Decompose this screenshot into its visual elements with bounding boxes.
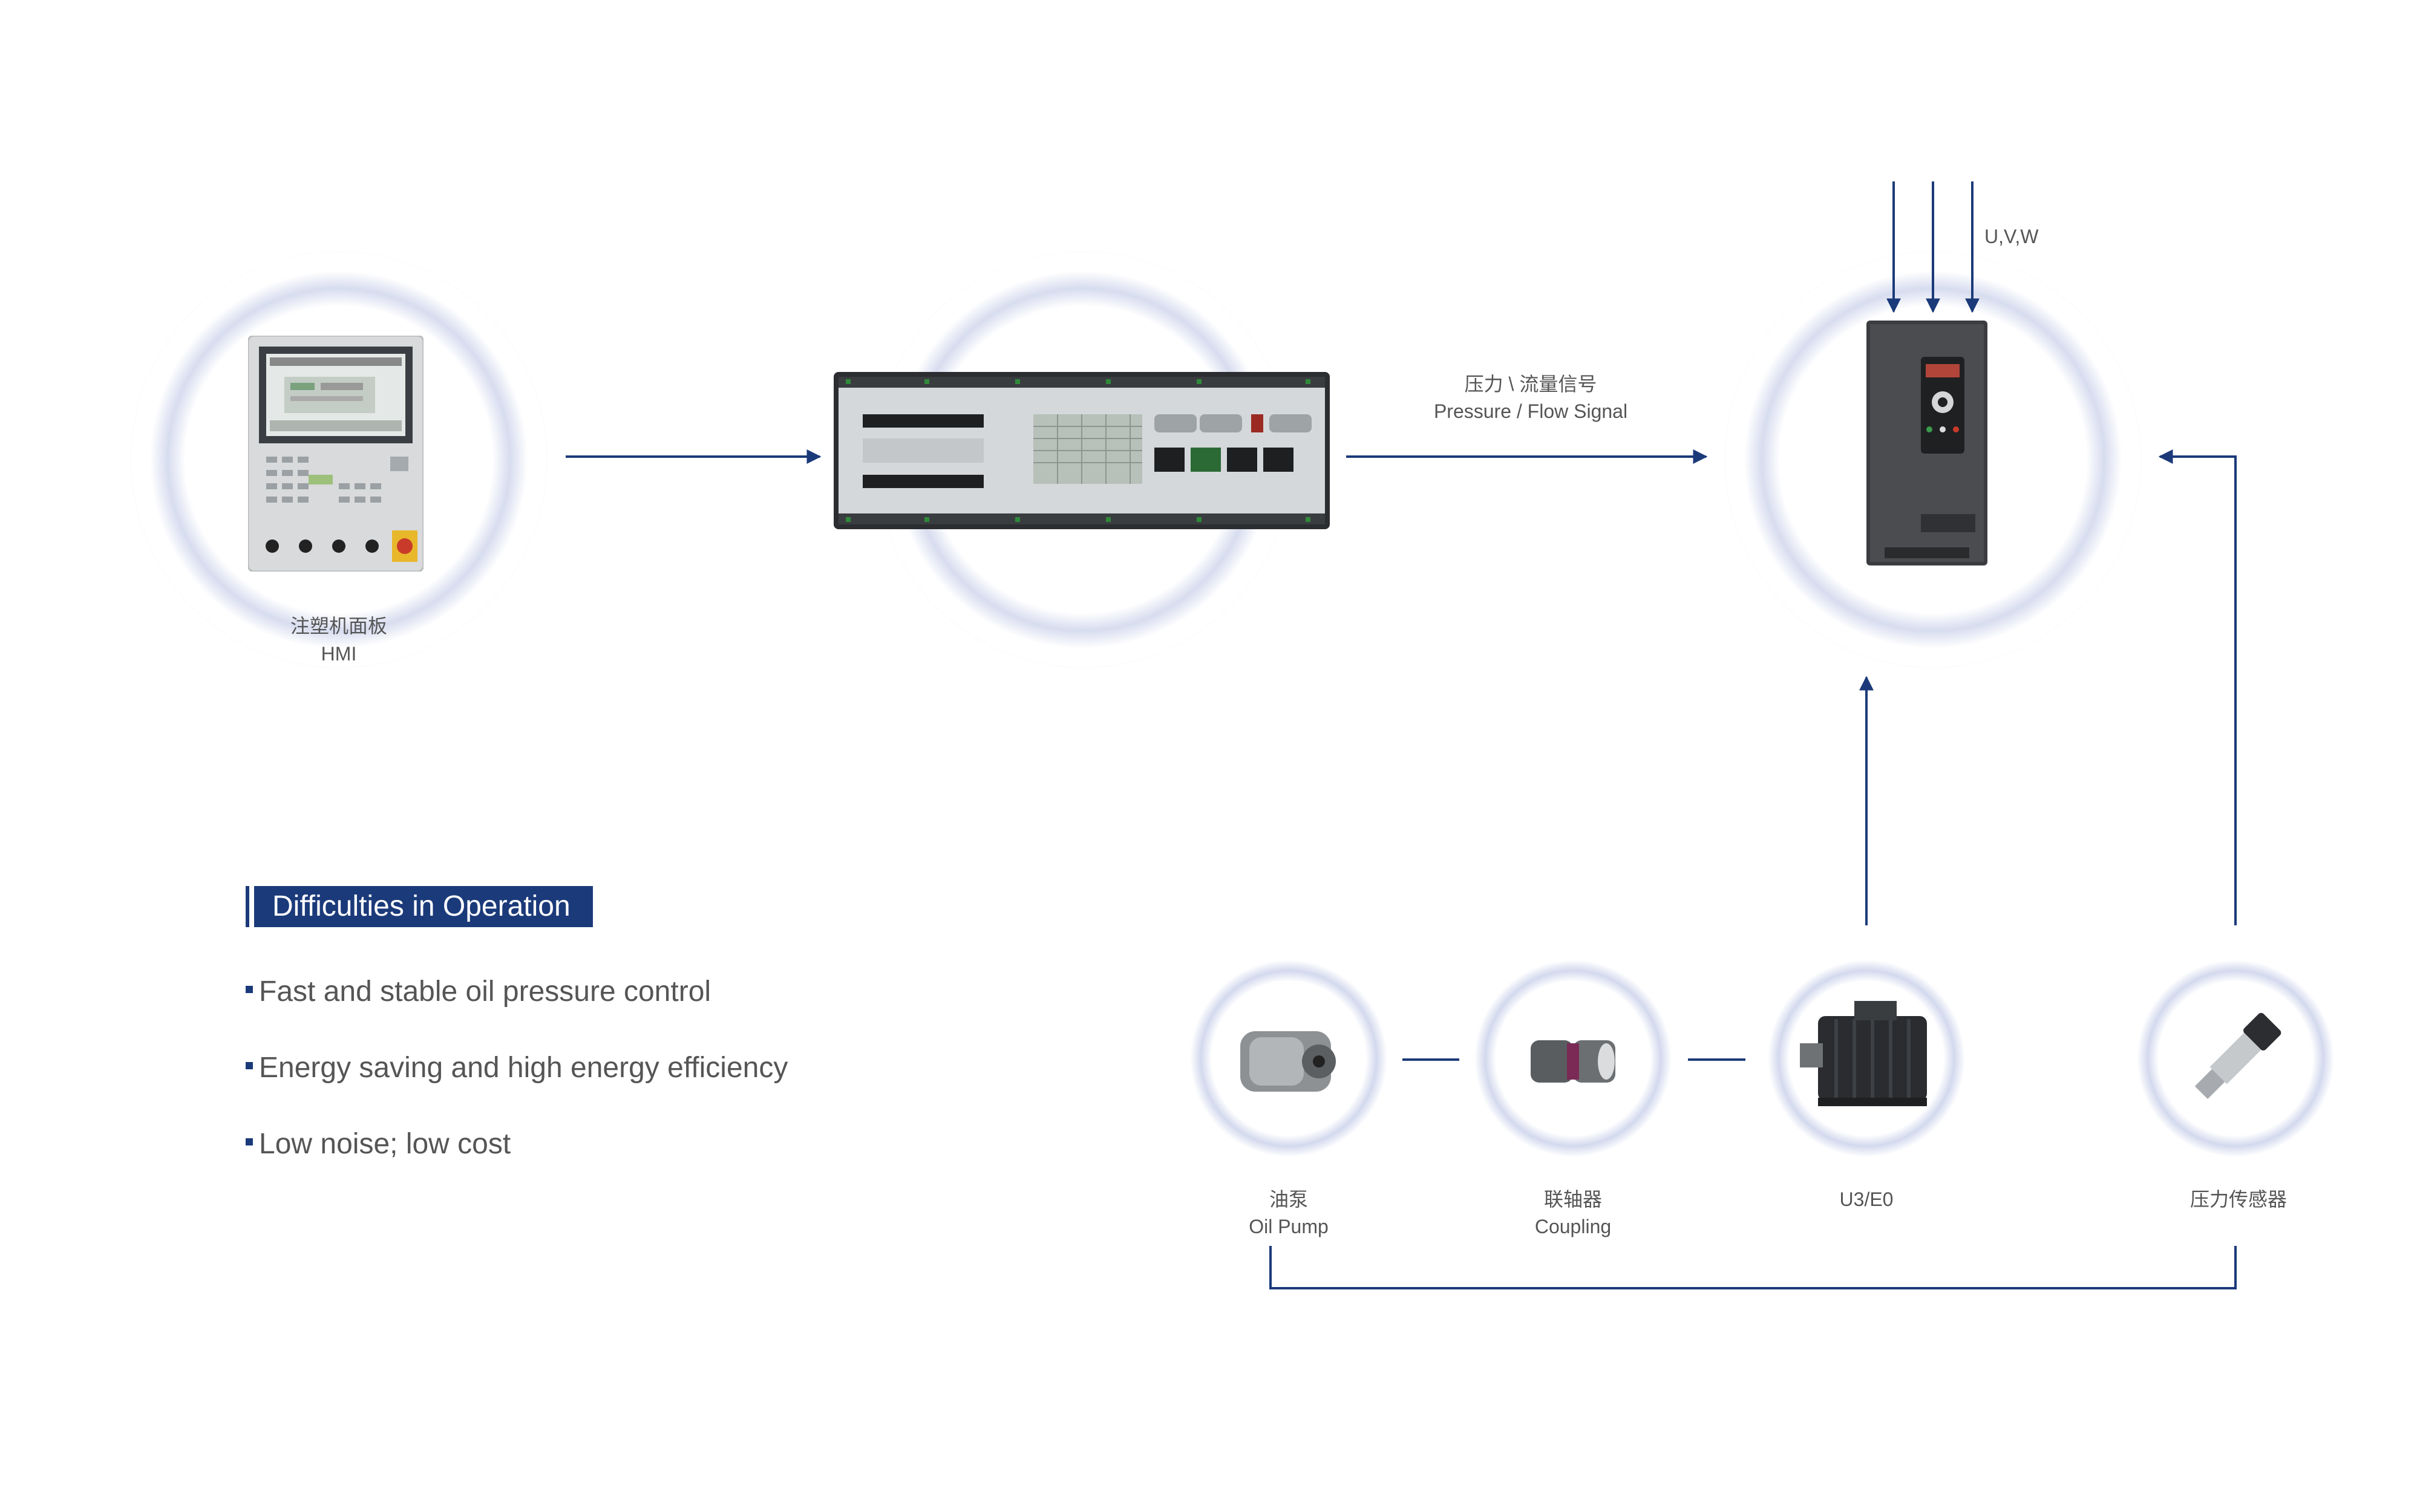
difficulty-item-3: Low noise; low cost (246, 1126, 511, 1162)
bullet-marker (246, 986, 253, 994)
pressure-sensor-drawing (2181, 1004, 2290, 1113)
pressure-sensor-image (2178, 1001, 2293, 1116)
coupling-label-en: Coupling (1534, 1216, 1612, 1237)
oil-pump-label-cn: 油泵 (1269, 1188, 1308, 1210)
oil-pump-label-en: Oil Pump (1249, 1216, 1329, 1237)
difficulties-heading: Difficulties in Operation (246, 886, 593, 927)
motor-image (1800, 992, 1939, 1122)
difficulty-item-1: Fast and stable oil pressure control (246, 974, 711, 1010)
difficulty-item-2: Energy saving and high energy efficiency (246, 1050, 788, 1086)
drive-drawing (1866, 321, 1987, 565)
difficulties-title: Difficulties in Operation (254, 886, 593, 927)
signal-label-en: Pressure / Flow Signal (1433, 400, 1628, 422)
hmi-panel-image (248, 336, 424, 572)
difficulty-text-1: Fast and stable oil pressure control (259, 976, 711, 1008)
sensor-to-drive-arrow (2158, 449, 2237, 925)
motor-drawing (1800, 1001, 1927, 1106)
drive-image (1866, 321, 1987, 565)
motor-label: U3/E0 (1839, 1188, 1894, 1210)
bullet-marker (246, 1062, 253, 1070)
controller-drawing (834, 372, 1330, 529)
uvw-label: U,V,W (1984, 226, 2039, 247)
coupling-drawing (1519, 1004, 1627, 1113)
pump-sensor-loop (1269, 1246, 2237, 1289)
difficulty-text-3: Low noise; low cost (259, 1128, 511, 1160)
coupling-label-cn: 联轴器 (1543, 1188, 1602, 1210)
sensor-label-cn: 压力传感器 (2189, 1188, 2287, 1210)
coupling-image (1516, 1001, 1630, 1116)
heading-accent-bar (246, 886, 249, 927)
signal-label-cn: 压力 \ 流量信号 (1464, 373, 1597, 395)
oil-pump-image (1231, 1001, 1346, 1116)
oil-pump-drawing (1234, 1004, 1343, 1113)
hmi-label-en: HMI (321, 643, 357, 665)
hmi-label-cn: 注塑机面板 (290, 615, 387, 637)
hmi-panel-drawing (248, 336, 424, 572)
controller-image (834, 372, 1330, 529)
difficulty-text-2: Energy saving and high energy efficiency (259, 1052, 788, 1084)
bullet-marker (246, 1138, 253, 1146)
